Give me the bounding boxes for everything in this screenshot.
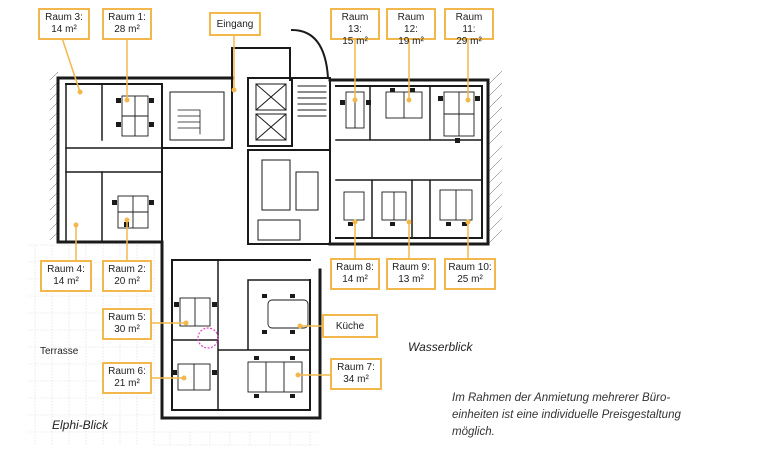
room-area: 14 m² [53, 276, 79, 287]
room-label-raum7: Raum 7: 34 m² [330, 358, 382, 390]
pricing-note-line-3: möglich. [452, 426, 495, 438]
room-name: Raum 12: [397, 12, 425, 35]
pricing-note: Im Rahmen der Anmietung mehrerer Büro- e… [452, 390, 681, 441]
room-label-raum13: Raum 13: 15 m² [330, 8, 380, 47]
room-area: 34 m² [343, 374, 369, 385]
pricing-note-line-2: einheiten ist eine individuelle Preisges… [452, 409, 681, 421]
pricing-note-line-1: Im Rahmen der Anmietung mehrerer Büro- [452, 392, 671, 404]
room-name: Raum 5: [108, 312, 146, 323]
room-name: Raum 13: [341, 12, 369, 35]
room-label-raum3: Raum 3: 14 m² [38, 8, 90, 40]
room-area: 25 m² [457, 274, 483, 285]
room-area: 28 m² [114, 24, 140, 35]
wasserblick-label: Wasserblick [408, 340, 473, 354]
room-label-raum5: Raum 5: 30 m² [102, 308, 152, 340]
room-area: 29 m² [456, 36, 482, 47]
room-label-raum8: Raum 8: 14 m² [330, 258, 380, 290]
room-area: 30 m² [114, 324, 140, 335]
room-area: 14 m² [51, 24, 77, 35]
room-label-kueche: Küche [322, 314, 378, 338]
room-label-raum9: Raum 9: 13 m² [386, 258, 436, 290]
room-name: Raum 3: [45, 12, 83, 23]
terrace-grid [28, 244, 320, 446]
room-name: Raum 7: [337, 362, 375, 373]
room-label-raum10: Raum 10: 25 m² [444, 258, 496, 290]
elphi-blick-label: Elphi-Blick [52, 418, 109, 432]
room-label-eingang: Eingang [209, 12, 261, 36]
room-label-raum2: Raum 2: 20 m² [102, 260, 152, 292]
room-name: Raum 8: [336, 262, 374, 273]
leader-dots [73, 87, 471, 381]
room-name: Küche [335, 321, 365, 332]
terrasse-label: Terrasse [40, 346, 79, 357]
room-name: Eingang [216, 19, 254, 30]
leader-lines [61, 36, 469, 379]
room-area: 19 m² [398, 36, 424, 47]
room-area: 15 m² [342, 36, 368, 47]
room-name: Raum 4: [47, 264, 85, 275]
room-label-raum4: Raum 4: 14 m² [40, 260, 92, 292]
room-name: Raum 11: [455, 12, 483, 35]
location-marker [197, 327, 219, 349]
room-name: Raum 10: [448, 262, 492, 273]
room-area: 14 m² [342, 274, 368, 285]
room-name: Raum 6: [108, 366, 146, 377]
room-label-raum6: Raum 6: 21 m² [102, 362, 152, 394]
room-name: Raum 1: [108, 12, 146, 23]
room-name: Raum 9: [392, 262, 430, 273]
room-area: 13 m² [398, 274, 424, 285]
room-label-raum11: Raum 11: 29 m² [444, 8, 494, 47]
room-name: Raum 2: [108, 264, 146, 275]
facade-hatching [49, 70, 503, 245]
room-label-raum1: Raum 1: 28 m² [102, 8, 152, 40]
room-area: 21 m² [114, 378, 140, 389]
room-area: 20 m² [114, 276, 140, 287]
room-label-raum12: Raum 12: 19 m² [386, 8, 436, 47]
